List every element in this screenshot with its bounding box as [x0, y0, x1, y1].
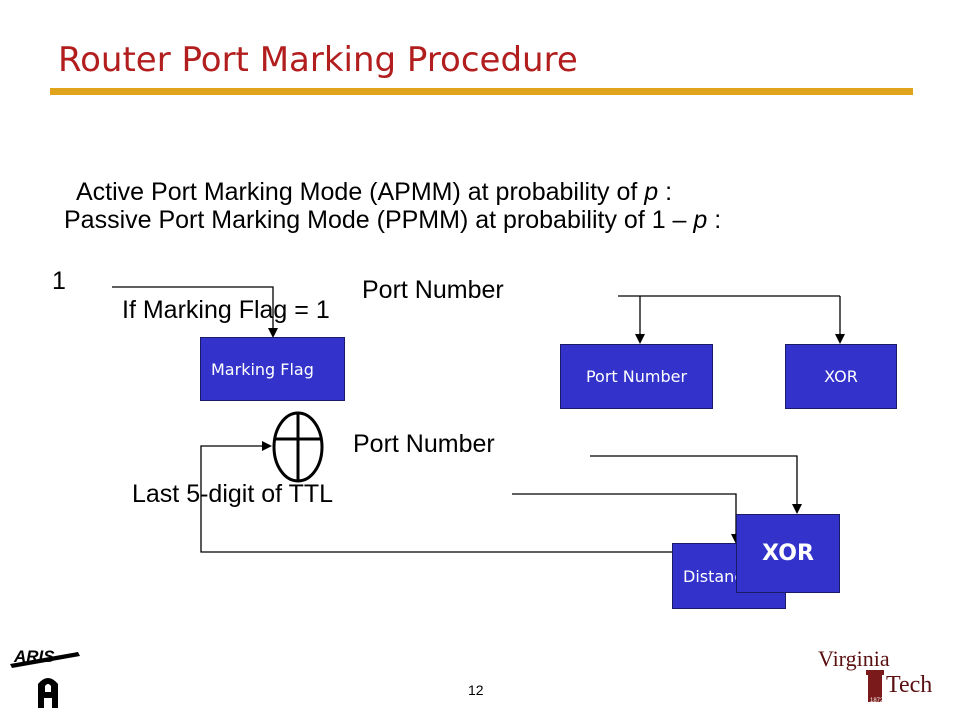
- apmm-line: Active Port Marking Mode (APMM) at proba…: [76, 178, 673, 206]
- title-underline: [50, 88, 913, 95]
- if-marking-flag-label: If Marking Flag = 1: [122, 296, 330, 324]
- port-number-mid-label: Port Number: [353, 430, 495, 458]
- arrow-ttl-to-distance: [512, 493, 741, 544]
- marking-flag-box: Marking Flag: [200, 337, 345, 401]
- xor-box-bottom: XOR: [736, 514, 840, 593]
- last-ttl-label: Last 5-digit of TTL: [132, 480, 334, 508]
- arrow-feedback-loop: [200, 441, 736, 553]
- arrow-one-to-marking-flag: [112, 286, 278, 338]
- svg-text:Tech: Tech: [886, 672, 932, 698]
- ppmm-line: Passive Port Marking Mode (PPMM) at prob…: [64, 206, 722, 234]
- circled-plus-icon: [272, 411, 324, 483]
- slide-title: Router Port Marking Procedure: [58, 40, 578, 80]
- xor-box-top: XOR: [785, 344, 897, 409]
- port-number-box: Port Number: [560, 344, 713, 409]
- svg-text:1872: 1872: [870, 698, 884, 704]
- arrow-port-to-xor: [590, 455, 802, 514]
- aris-logo: ARIS: [10, 647, 80, 708]
- svg-text:Virginia: Virginia: [818, 646, 890, 671]
- virginia-tech-logo: Virginia Tech 1872: [818, 646, 932, 704]
- value-one-label: 1: [52, 267, 66, 295]
- page-number: 12: [468, 682, 484, 698]
- port-number-top-label: Port Number: [362, 276, 504, 304]
